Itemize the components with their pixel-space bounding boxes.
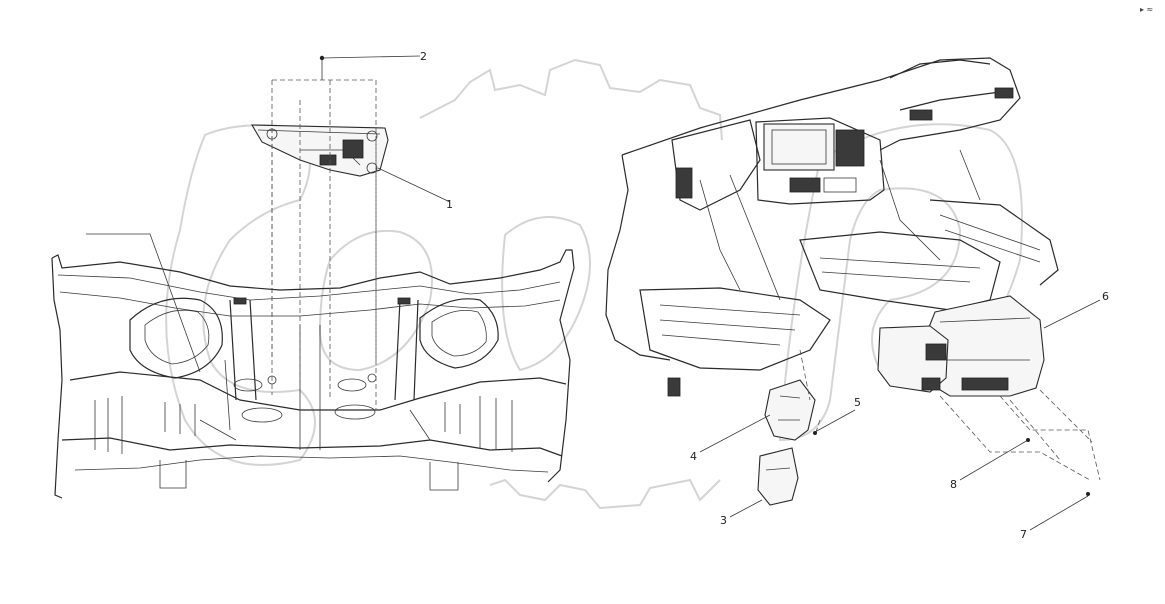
explode-lines-left bbox=[271, 58, 377, 410]
parts-3-4 bbox=[757, 379, 816, 506]
callout-1: 1 bbox=[446, 198, 453, 211]
explode-lines-right bbox=[799, 349, 1101, 481]
cover-part-6 bbox=[877, 295, 1045, 397]
corner-mark: ▸ ≈ bbox=[1140, 5, 1153, 14]
callout-4: 4 bbox=[690, 450, 697, 463]
callout-6: 6 bbox=[1102, 290, 1109, 303]
callout-2: 2 bbox=[420, 50, 427, 63]
callout-5: 5 bbox=[854, 396, 861, 409]
leader-lines bbox=[86, 55, 1101, 531]
callout-8: 8 bbox=[950, 478, 957, 491]
bracket-part-1 bbox=[251, 124, 389, 177]
floor-assembly-left bbox=[51, 249, 575, 499]
callout-3: 3 bbox=[720, 514, 727, 527]
cab-interior-right bbox=[605, 57, 1059, 397]
callout-7: 7 bbox=[1020, 528, 1027, 541]
